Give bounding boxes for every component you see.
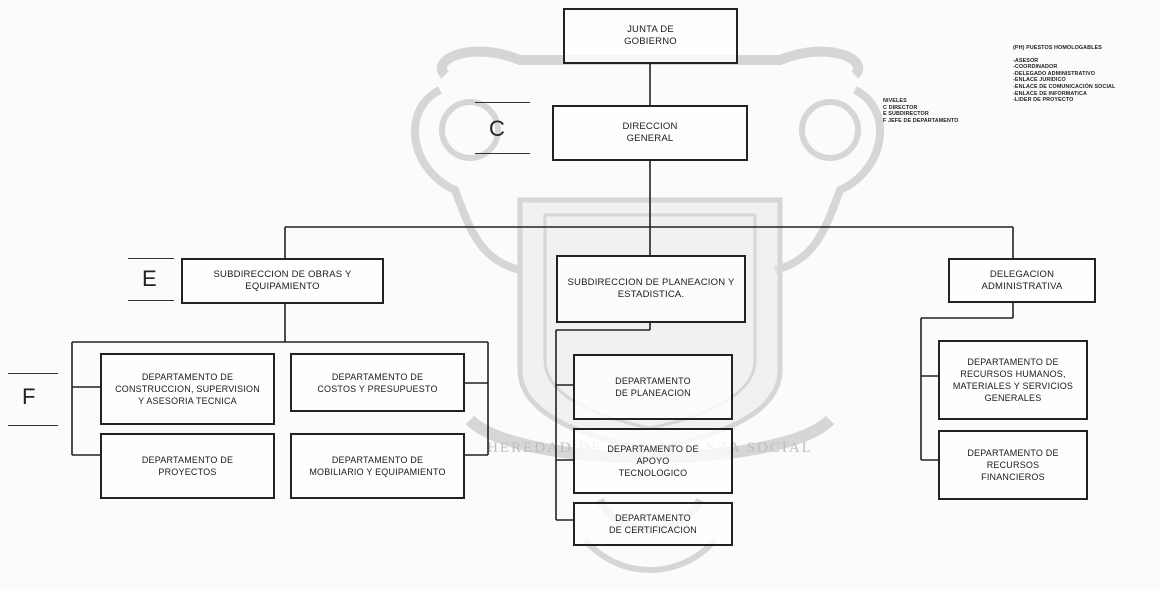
node-dep-mobiliario: DEPARTAMENTO DE MOBILIARIO Y EQUIPAMIENT… — [290, 433, 465, 499]
legend-niveles-line: F JEFE DE DEPARTAMENTO — [883, 117, 959, 124]
level-e-label: E — [142, 266, 157, 291]
node-dep-recursos-humanos: DEPARTAMENTO DE RECURSOS HUMANOS, MATERI… — [938, 340, 1088, 420]
legend-niveles-line: E SUBDIRECTOR — [883, 111, 929, 118]
node-dep-certificacion: DEPARTAMENTO DE CERTIFICACION — [573, 502, 733, 546]
legend-puestos-homologables: (PH) PUESTOS HOMOLOGABLES -ASESOR -COORD… — [1013, 45, 1115, 104]
legend-ph-line: -DELEGADO ADMINISTRATIVO — [1013, 70, 1096, 77]
node-dep-recursos-financieros: DEPARTAMENTO DE RECURSOS FINANCIEROS — [938, 430, 1088, 500]
legend-ph-line: -COORDINADOR — [1013, 64, 1058, 71]
level-f-bottom-rule — [8, 425, 58, 426]
node-delegacion-administrativa: DELEGACION ADMINISTRATIVA — [948, 258, 1096, 303]
level-c-bottom-rule — [475, 153, 530, 154]
node-direccion-general: DIRECCION GENERAL — [552, 105, 748, 161]
level-c-top-rule — [475, 102, 530, 103]
level-f-top-rule — [8, 373, 58, 374]
level-c-label: C — [489, 116, 505, 141]
level-e-top-rule — [128, 258, 174, 259]
node-dep-costos: DEPARTAMENTO DE COSTOS Y PRESUPUESTO — [290, 353, 465, 412]
legend-ph-line: (PH) PUESTOS HOMOLOGABLES — [1013, 45, 1102, 51]
node-subdireccion-obras: SUBDIRECCION DE OBRAS Y EQUIPAMIENTO — [181, 258, 384, 304]
node-dep-proyectos: DEPARTAMENTO DE PROYECTOS — [100, 433, 275, 499]
legend-ph-line: -ASESOR — [1013, 57, 1039, 64]
node-dep-apoyo-tecnologico: DEPARTAMENTO DE APOYO TECNOLOGICO — [573, 428, 733, 494]
legend-niveles-line: C DIRECTOR — [883, 104, 918, 111]
legend-niveles: NIVELES C DIRECTOR E SUBDIRECTOR F JEFE … — [883, 98, 959, 124]
level-f-label: F — [22, 384, 36, 409]
level-e-bottom-rule — [128, 300, 174, 301]
legend-ph-line: -ENLACE JURIDICO — [1013, 77, 1066, 84]
node-dep-construccion: DEPARTAMENTO DE CONSTRUCCION, SUPERVISIO… — [100, 353, 275, 425]
node-dep-planeacion: DEPARTAMENTO DE PLANEACION — [573, 354, 733, 420]
legend-ph-line: -LIDER DE PROYECTO — [1013, 97, 1074, 104]
legend-niveles-line: NIVELES — [883, 98, 907, 104]
node-junta-de-gobierno: JUNTA DE GOBIERNO — [563, 8, 738, 64]
connectors — [71, 63, 1014, 521]
legend-ph-line: -ENLACE DE INFORMATICA — [1013, 90, 1087, 97]
legend-ph-line: -ENLACE DE COMUNICACIÓN SOCIAL — [1013, 83, 1116, 90]
node-subdireccion-planeacion: SUBDIRECCION DE PLANEACION Y ESTADISTICA… — [556, 255, 746, 323]
